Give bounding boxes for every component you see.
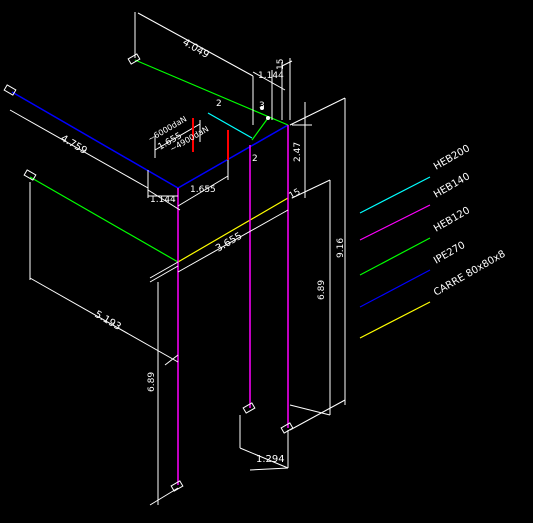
legend-label-heb120: HEB120 [432, 205, 472, 234]
legend-line-heb140 [359, 204, 431, 241]
dim-col-top-c: 3 [259, 101, 265, 111]
dim-top-gap: 15 [276, 59, 286, 70]
dim-right-gap: 15 [288, 187, 303, 201]
dim-col-top-b: 2 [252, 154, 258, 164]
legend-line-carre [359, 301, 431, 339]
dim-left-height: 6.89 [147, 372, 157, 392]
dim-right-upper: 2.47 [293, 142, 303, 162]
member-heb120-bracing [251, 117, 269, 141]
dim-bottom-mid: 1.655 [190, 185, 216, 195]
member-heb120-left-beam [29, 176, 179, 263]
dim-beam-left: 4.759 [59, 133, 89, 157]
dim-right-lower: 6.89 [317, 280, 327, 300]
base-plate-left-beam [3, 84, 17, 96]
base-plate-left-lower [23, 169, 37, 181]
dim-diagonal: 3.655 [214, 231, 244, 255]
load-markers [260, 106, 270, 120]
legend-label-heb140: HEB140 [432, 171, 472, 200]
dim-col-top-a: 2 [216, 99, 222, 109]
legend-line-heb120 [359, 237, 431, 276]
dim-top-span: 4.049 [181, 37, 211, 61]
base-plate-column-front [170, 480, 184, 492]
legend-line-heb200 [359, 176, 431, 214]
member-heb200-short [207, 112, 253, 139]
base-plate-top [127, 53, 141, 65]
load-arrows [192, 118, 229, 160]
member-heb120-top-beam [134, 59, 289, 126]
dim-base-width: 1.294 [256, 454, 285, 465]
member-ipe270-left-beam [11, 91, 179, 189]
legend: HEB200 HEB140 HEB120 IPE270 CARRE 80x80x… [359, 143, 508, 339]
legend-label-ipe270: IPE270 [432, 240, 467, 267]
base-plate-column-right [280, 422, 294, 434]
base-plate-column-middle [242, 402, 256, 414]
dimension-lines [9, 12, 346, 506]
legend-label-heb200: HEB200 [432, 143, 472, 172]
dim-left-long: 5.193 [93, 309, 123, 333]
dim-top-small: 1.144 [258, 71, 284, 81]
legend-line-ipe270 [359, 269, 431, 308]
member-carre-diagonal [177, 197, 289, 263]
dim-bottom-left: 1.144 [150, 195, 176, 205]
dim-right-total: 9.16 [336, 238, 346, 258]
member-ipe270-cross-beam [177, 124, 289, 189]
